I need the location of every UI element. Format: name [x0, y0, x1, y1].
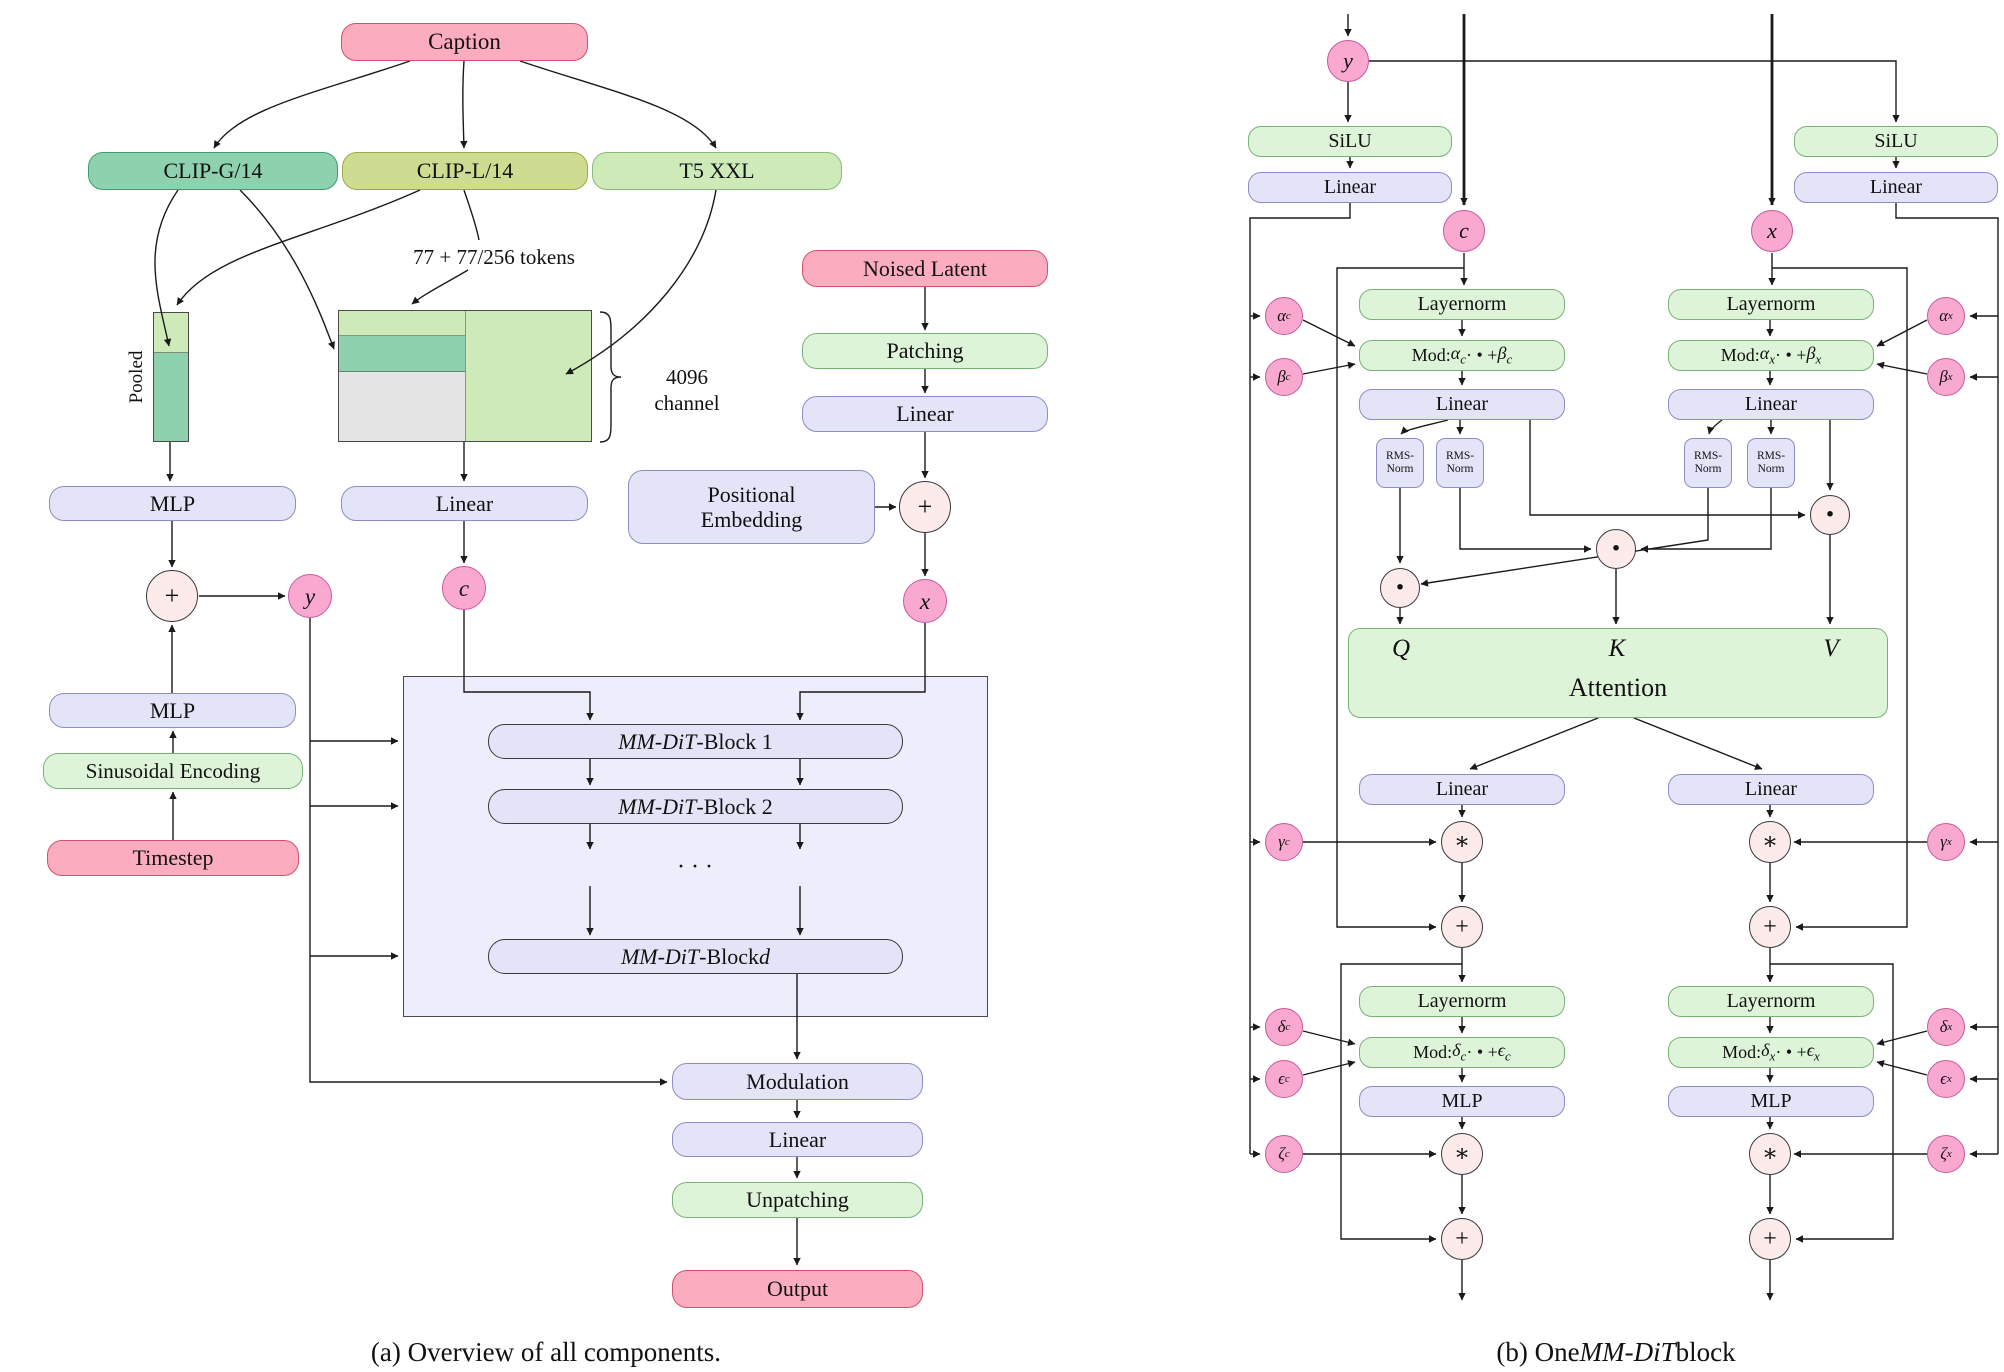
channel-count-note: 4096 channel [622, 360, 752, 420]
x-node-b: x [1751, 210, 1793, 252]
c-node: c [442, 566, 486, 610]
modulation-box: Modulation [672, 1063, 923, 1100]
concat-v-node: · [1810, 495, 1850, 535]
scale-c2-node: ∗ [1441, 1133, 1483, 1175]
channel-count-text: 4096 channel [654, 364, 720, 415]
rms-norm-xq-box: RMS-Norm [1684, 438, 1732, 488]
figure-b-connectors [1249, 14, 1999, 1301]
linear-x2-box: Linear [1668, 774, 1874, 805]
noised-latent-box: Noised Latent [802, 250, 1048, 287]
mmdit-block-d: MM-DiT-Block d [488, 939, 903, 974]
clip-g-tokens-band [339, 336, 465, 372]
concat-q-node: · [1380, 568, 1420, 608]
linear-patch-box: Linear [802, 396, 1048, 432]
clip-l-encoder-box: CLIP-L/14 [342, 152, 588, 190]
y-node: y [288, 574, 332, 618]
pooled-clip-g-segment [154, 353, 188, 441]
patching-box: Patching [802, 333, 1048, 369]
rms-norm-cq-box: RMS-Norm [1376, 438, 1424, 488]
pooled-clip-l-segment [154, 313, 188, 353]
k-label: K [1608, 635, 1626, 662]
t5-tokens-block [465, 311, 591, 441]
mlp-c-box: MLP [1359, 1086, 1565, 1117]
positional-embedding-box: Positional Embedding [628, 470, 875, 544]
x-node: x [903, 579, 947, 623]
mod-x2-box: Mod: δx · • + ϵx [1668, 1037, 1874, 1068]
linear-y-right-box: Linear [1794, 172, 1998, 203]
y-node-b: y [1327, 40, 1369, 82]
concat-k-node: · [1596, 529, 1636, 569]
plus-node-timestep: + [146, 570, 198, 622]
mmdit-block-1: MM-DiT-Block 1 [488, 724, 903, 759]
residual-add-x1-node: + [1749, 906, 1791, 948]
caption-box: Caption [341, 23, 588, 61]
tokens-count-note: 77 + 77/256 tokens [413, 244, 575, 269]
attention-box: Q K V Attention [1348, 628, 1888, 718]
rms-norm-ck-box: RMS-Norm [1436, 438, 1484, 488]
mlp-timestep-box: MLP [49, 693, 296, 728]
scale-x2-node: ∗ [1749, 1133, 1791, 1175]
mmdit-block-2: MM-DiT-Block 2 [488, 789, 903, 824]
layernorm-x1-box: Layernorm [1668, 289, 1874, 320]
zero-padding-block [339, 372, 465, 441]
mlp-x-box: MLP [1668, 1086, 1874, 1117]
linear-x1-box: Linear [1668, 389, 1874, 420]
figure-a-caption: (a) Overview of all components. [370, 1336, 722, 1367]
token-matrix [338, 310, 592, 442]
clip-l-tokens-strip [339, 311, 465, 336]
residual-add-c2-node: + [1441, 1218, 1483, 1260]
timestep-box: Timestep [47, 840, 299, 876]
q-label: Q [1391, 635, 1411, 662]
linear-c1-box: Linear [1359, 389, 1565, 420]
blocks-ellipsis: · · · [677, 853, 713, 880]
pooled-vector [153, 312, 189, 442]
linear-y-left-box: Linear [1248, 172, 1452, 203]
linear-output-box: Linear [672, 1122, 923, 1157]
plus-node-latent: + [899, 481, 951, 533]
scale-x1-node: ∗ [1749, 821, 1791, 863]
sinusoidal-encoding-box: Sinusoidal Encoding [43, 753, 303, 789]
mod-c2-box: Mod: δc · • + ϵc [1359, 1037, 1565, 1068]
mod-c1-box: Mod: αc · • + βc [1359, 340, 1565, 371]
silu-left-box: SiLU [1248, 126, 1452, 157]
layernorm-c1-box: Layernorm [1359, 289, 1565, 320]
pooled-label: Pooled [126, 350, 147, 404]
linear-tokens-box: Linear [341, 486, 588, 521]
mlp-pooled-box: MLP [49, 486, 296, 521]
mod-x1-box: Mod: αx · • + βx [1668, 340, 1874, 371]
layernorm-x2-box: Layernorm [1668, 986, 1874, 1017]
layernorm-c2-box: Layernorm [1359, 986, 1565, 1017]
silu-right-box: SiLU [1794, 126, 1998, 157]
positional-embedding-label: Positional Embedding [700, 481, 803, 532]
output-box: Output [672, 1270, 923, 1308]
figure-b-caption: (b) One MM-DiT block [1496, 1336, 1736, 1367]
figure-a-connectors [166, 60, 929, 1266]
rms-norm-xk-box: RMS-Norm [1747, 438, 1795, 488]
v-label: V [1823, 635, 1839, 662]
c-node-b: c [1443, 210, 1485, 252]
residual-add-x2-node: + [1749, 1218, 1791, 1260]
attention-label: Attention [1568, 673, 1668, 702]
unpatching-box: Unpatching [672, 1182, 923, 1218]
scale-c1-node: ∗ [1441, 821, 1483, 863]
linear-c2-box: Linear [1359, 774, 1565, 805]
clip-g-encoder-box: CLIP-G/14 [88, 152, 338, 190]
residual-add-c1-node: + [1441, 906, 1483, 948]
t5-encoder-box: T5 XXL [592, 152, 842, 190]
